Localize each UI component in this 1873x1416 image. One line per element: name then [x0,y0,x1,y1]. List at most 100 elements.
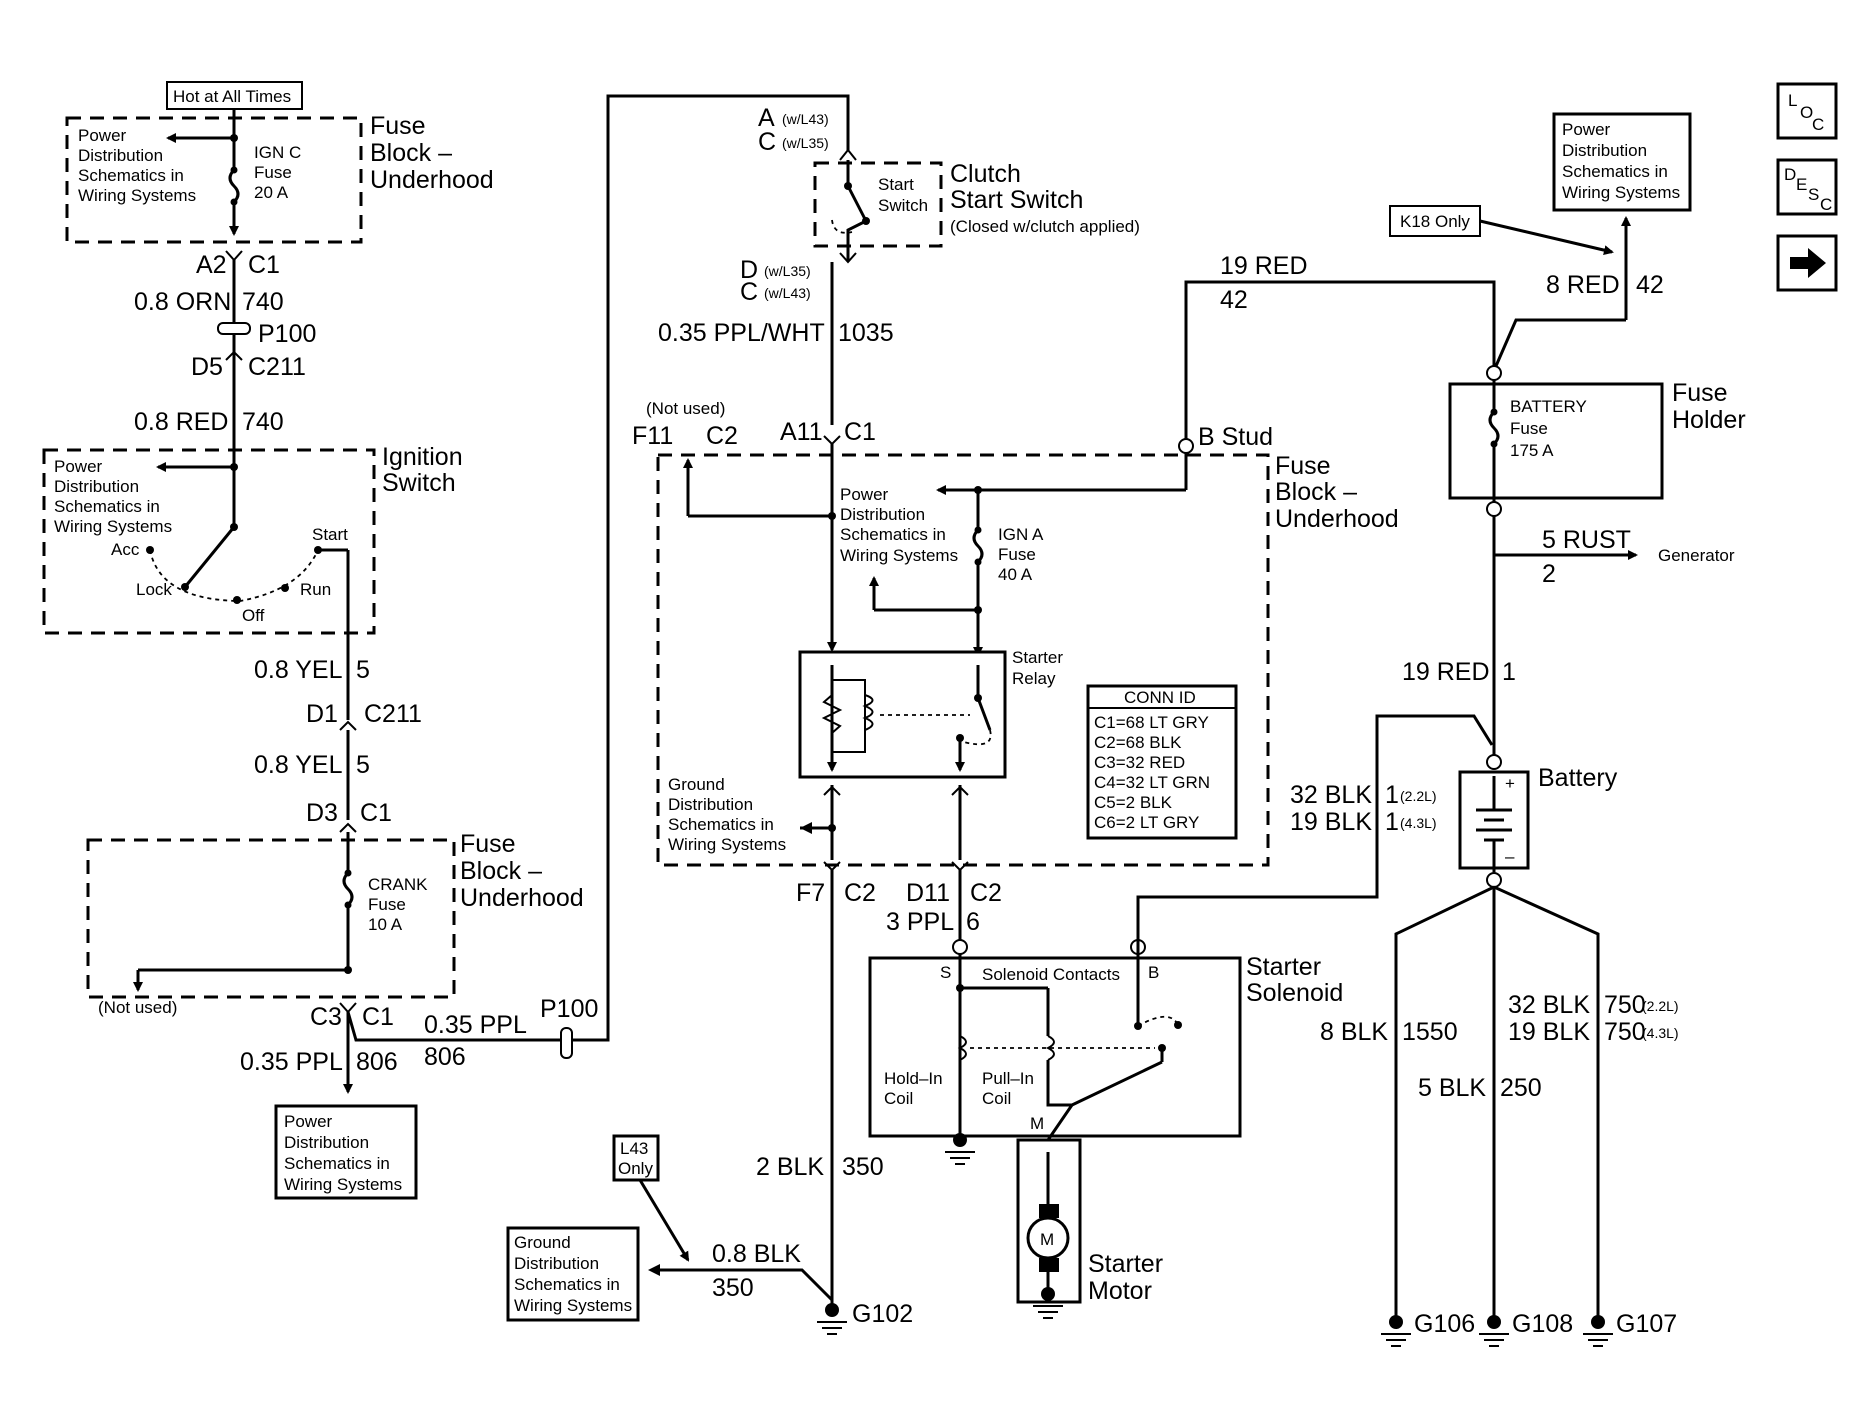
pd-l2-label: Distribution [1562,141,1647,160]
next-page-button[interactable] [1776,234,1838,292]
ground-symbol-g108 [1479,1333,1509,1347]
sol-hold2-label: Coil [884,1089,913,1108]
conn-rows-0-label: C1=68 LT GRY [1094,713,1209,732]
bat-red19-label: 19 RED [1402,658,1490,686]
fbu-l2-label: Block – [460,857,542,885]
fuse-block-underhood-1 [65,116,363,244]
fbu-l1-label: Fuse [1275,452,1331,480]
igna-l3-label: 40 A [998,565,1033,584]
hold-in-coil-icon [957,1035,967,1061]
hot-at-all-times-label: Hot at All Times [173,87,291,106]
nav-loc_l-label: L [1788,91,1797,110]
motor-l1-label: Starter [1088,1250,1163,1278]
gnd-n750b_note-label: (4.3L) [1642,1025,1679,1041]
right-n42-label: 42 [1220,286,1248,314]
sol-contacts-label: Solenoid Contacts [982,965,1120,984]
conn-title-label: CONN ID [1124,688,1196,707]
crank-l1-label: CRANK [368,875,428,894]
ign-c-fuse-icon [228,138,240,236]
w3-c3-label: C3 [310,1003,342,1031]
right-red19-label: 19 RED [1220,252,1308,280]
bat-blk19-label: 19 BLK [1290,808,1372,836]
ign-l1-label: Ignition [382,443,463,471]
clutch-d_note-label: (w/L35) [764,263,811,279]
w5-blk-label: 0.8 BLK [712,1240,801,1268]
p100-pass-through-2 [560,1027,573,1059]
right-red8-label: 8 RED [1546,271,1620,299]
pd-l4-label: Wiring Systems [78,186,196,205]
motor-m-label: M [1040,1230,1054,1249]
gd-l3-label: Schematics in [514,1275,620,1294]
clutch-d-label: D [740,256,758,284]
sol-l2-label: Solenoid [1246,979,1343,1007]
pd-l4-label: Wiring Systems [840,546,958,565]
ignition-switch-box [42,448,376,635]
relay-l1-label: Starter [1012,648,1063,667]
w1-c1-label: C1 [248,251,280,279]
ign-acc-label: Acc [111,540,140,559]
conn-rows-4-label: C5=2 BLK [1094,793,1173,812]
w4-blk-label: 2 BLK [756,1153,824,1181]
fbu-l1-label: Fuse [460,830,516,858]
desc-nav-button[interactable]: D E S C [1776,158,1838,216]
w3-not_used-label: (Not used) [98,998,177,1017]
fb2-c1-label: C1 [844,418,876,446]
fuse-block-underhood-3 [656,453,1270,867]
nav-desc_c-label: C [1820,195,1832,214]
ground-symbol-g106 [1381,1333,1411,1347]
clutch-c2-label: C [740,278,758,306]
conn-id-table [1086,684,1238,840]
ground-symbol-motor [1033,1305,1063,1319]
clutch-wire-label: 0.35 PPL/WHT [658,319,825,347]
clutch-note-label: (Closed w/clutch applied) [950,217,1140,236]
igna-l1-label: IGN A [998,525,1044,544]
pd-l2-label: Distribution [78,146,163,165]
relay-contact [976,697,992,731]
nav-loc_c-label: C [1812,115,1824,134]
gnd-g108-label: G108 [1512,1310,1573,1338]
clutch-a_note-label: (w/L43) [782,111,829,127]
pd-l1-label: Power [840,485,889,504]
gd-l4-label: Wiring Systems [668,835,786,854]
w3-p100-label: P100 [540,995,598,1023]
ignc-l1-label: IGN C [254,143,301,162]
gnd-n250-label: 250 [1500,1074,1542,1102]
nav-loc_o-label: O [1800,103,1813,122]
w4-ppl-label: 3 PPL [886,908,954,936]
gnd-blk32-label: 32 BLK [1508,991,1590,1019]
w1-red-label: 0.8 RED [134,408,228,436]
gd-l1-label: Ground [668,775,725,794]
pd-l1-label: Power [78,126,127,145]
l43-l1-label: L43 [620,1139,648,1158]
sol-m-label: M [1030,1114,1044,1133]
conn-rows-1-label: C2=68 BLK [1094,733,1182,752]
gd-l1-label: Ground [514,1233,571,1252]
ign-off-label: Off [242,606,265,625]
nav-desc_d-label: D [1784,165,1796,184]
starter-solenoid-box [868,956,1242,1138]
pd-l3-label: Schematics in [284,1154,390,1173]
pd-l3-label: Schematics in [78,166,184,185]
w5-n350-label: 350 [712,1274,754,1302]
ign-run-label: Run [300,580,331,599]
gnd-n1550-label: 1550 [1402,1018,1458,1046]
fb2-f11-label: F11 [632,422,673,450]
clutch-a-label: A [758,104,775,132]
ign-a-fuse-icon [972,490,984,610]
ignc-l3-label: 20 A [254,183,289,202]
gd-l4-label: Wiring Systems [514,1296,632,1315]
p100-pass-through-1 [217,322,251,335]
clutch-c2_note-label: (w/L43) [764,285,811,301]
clutch-switch-contact [846,185,868,222]
pd-l1-label: Power [1562,120,1611,139]
loc-nav-button[interactable]: L O C [1776,82,1838,140]
relay-resistor-icon [821,694,843,734]
relay-l2-label: Relay [1012,669,1056,688]
fuse-holder-box [1448,382,1664,500]
w2-d1-label: D1 [306,700,338,728]
nav-desc_s-label: S [1808,185,1819,204]
pd-l1-label: Power [54,457,103,476]
pd-l4-label: Wiring Systems [284,1175,402,1194]
fbu-l3-label: Underhood [1275,505,1399,533]
